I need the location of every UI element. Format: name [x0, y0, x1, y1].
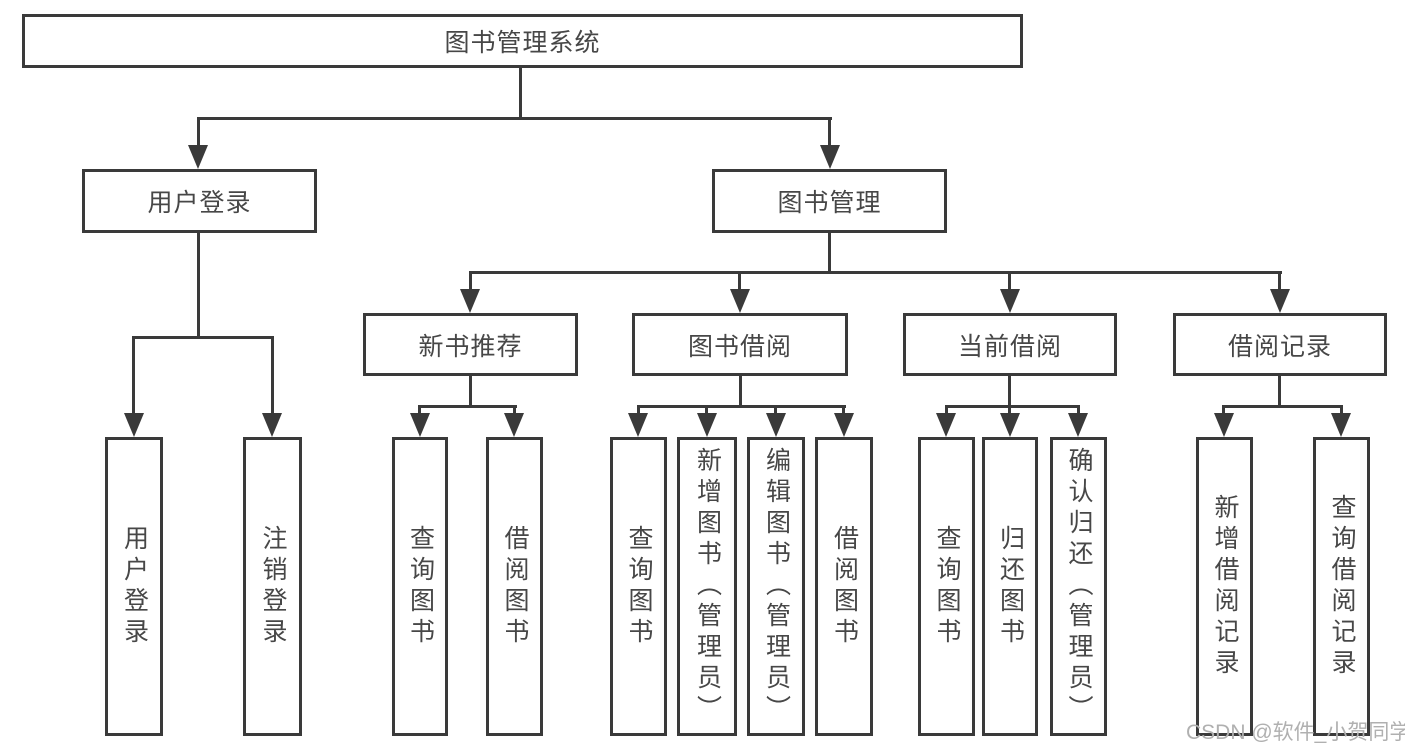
connector-line	[828, 117, 831, 147]
node-leaf-query-borrow-record: 查询借阅记录	[1313, 437, 1370, 736]
arrow-down-icon	[834, 413, 854, 437]
node-leaf-label: 用户登录	[120, 524, 149, 649]
connector-line	[828, 233, 831, 272]
connector-line	[705, 405, 708, 417]
arrow-down-icon	[1270, 289, 1290, 313]
node-leaf-query-books-2: 查询图书	[610, 437, 667, 736]
arrow-down-icon	[730, 289, 750, 313]
node-leaf-label: 编辑图书（管理员）	[762, 447, 791, 726]
arrow-down-icon	[504, 413, 524, 437]
node-leaf-return-books: 归还图书	[982, 437, 1038, 736]
connector-line	[519, 68, 522, 118]
node-leaf-add-books-admin: 新增图书（管理员）	[677, 437, 737, 736]
node-leaf-add-borrow-record: 新增借阅记录	[1196, 437, 1253, 736]
node-book-management: 图书管理	[712, 169, 947, 233]
arrow-down-icon	[936, 413, 956, 437]
connector-line	[1340, 405, 1343, 417]
arrow-down-icon	[410, 413, 430, 437]
node-user-login: 用户登录	[82, 169, 317, 233]
connector-line	[132, 336, 135, 415]
connector-line	[1008, 376, 1011, 406]
connector-line	[271, 336, 274, 415]
connector-line	[197, 117, 832, 120]
node-leaf-label: 归还图书	[996, 524, 1025, 649]
connector-line	[842, 405, 845, 417]
arrow-down-icon	[188, 145, 208, 169]
arrow-down-icon	[460, 289, 480, 313]
connector-line	[197, 117, 200, 147]
arrow-down-icon	[262, 413, 282, 437]
node-borrow-records: 借阅记录	[1173, 313, 1387, 376]
connector-line	[738, 271, 741, 291]
node-leaf-borrow-books-1: 借阅图书	[486, 437, 543, 736]
node-leaf-label: 查询图书	[933, 524, 961, 649]
node-root: 图书管理系统	[22, 14, 1023, 68]
connector-line	[513, 405, 516, 417]
node-current-borrow: 当前借阅	[903, 313, 1117, 376]
node-new-book-recommend: 新书推荐	[363, 313, 578, 376]
node-leaf-query-books-1: 查询图书	[392, 437, 448, 736]
connector-line	[1278, 376, 1281, 406]
node-leaf-label: 查询图书	[406, 524, 435, 649]
arrow-down-icon	[1068, 413, 1088, 437]
node-book-borrow: 图书借阅	[632, 313, 848, 376]
arrow-down-icon	[124, 413, 144, 437]
connector-line	[1008, 405, 1011, 417]
connector-line	[469, 271, 1282, 274]
arrow-down-icon	[766, 413, 786, 437]
connector-line	[418, 405, 421, 417]
node-leaf-label: 查询图书	[625, 524, 653, 649]
arrow-down-icon	[628, 413, 648, 437]
connector-line	[1222, 405, 1225, 417]
connector-line	[1278, 271, 1281, 291]
connector-line	[1077, 405, 1080, 417]
arrow-down-icon	[1000, 289, 1020, 313]
node-leaf-label: 确认归还（管理员）	[1065, 447, 1093, 726]
connector-line	[945, 405, 948, 417]
connector-line	[1008, 271, 1011, 291]
node-leaf-edit-books-admin: 编辑图书（管理员）	[747, 437, 805, 736]
node-leaf-label: 借阅图书	[501, 524, 529, 649]
connector-line	[945, 405, 1080, 408]
node-leaf-label: 新增借阅记录	[1211, 493, 1239, 680]
node-leaf-label: 注销登录	[259, 524, 287, 649]
connector-line	[418, 405, 517, 408]
arrow-down-icon	[1000, 413, 1020, 437]
arrow-down-icon	[1331, 413, 1351, 437]
node-leaf-borrow-books-2: 借阅图书	[815, 437, 873, 736]
connector-line	[637, 405, 640, 417]
arrow-down-icon	[1214, 413, 1234, 437]
connector-line	[132, 336, 273, 339]
connector-line	[197, 233, 200, 337]
node-leaf-label: 借阅图书	[830, 524, 859, 649]
connector-line	[1222, 405, 1343, 408]
connector-line	[774, 405, 777, 417]
node-leaf-label: 新增图书（管理员）	[693, 447, 722, 726]
arrow-down-icon	[820, 145, 840, 169]
node-leaf-user-login: 用户登录	[105, 437, 163, 736]
node-leaf-logout: 注销登录	[243, 437, 302, 736]
node-leaf-label: 查询借阅记录	[1328, 493, 1356, 680]
connector-line	[637, 405, 846, 408]
arrow-down-icon	[697, 413, 717, 437]
connector-line	[739, 376, 742, 406]
connector-line	[469, 271, 472, 291]
node-leaf-confirm-return-admin: 确认归还（管理员）	[1050, 437, 1107, 736]
csdn-watermark: CSDN @软件_小贺同学	[1186, 721, 1405, 744]
connector-line	[469, 376, 472, 406]
node-leaf-query-books-3: 查询图书	[918, 437, 975, 736]
